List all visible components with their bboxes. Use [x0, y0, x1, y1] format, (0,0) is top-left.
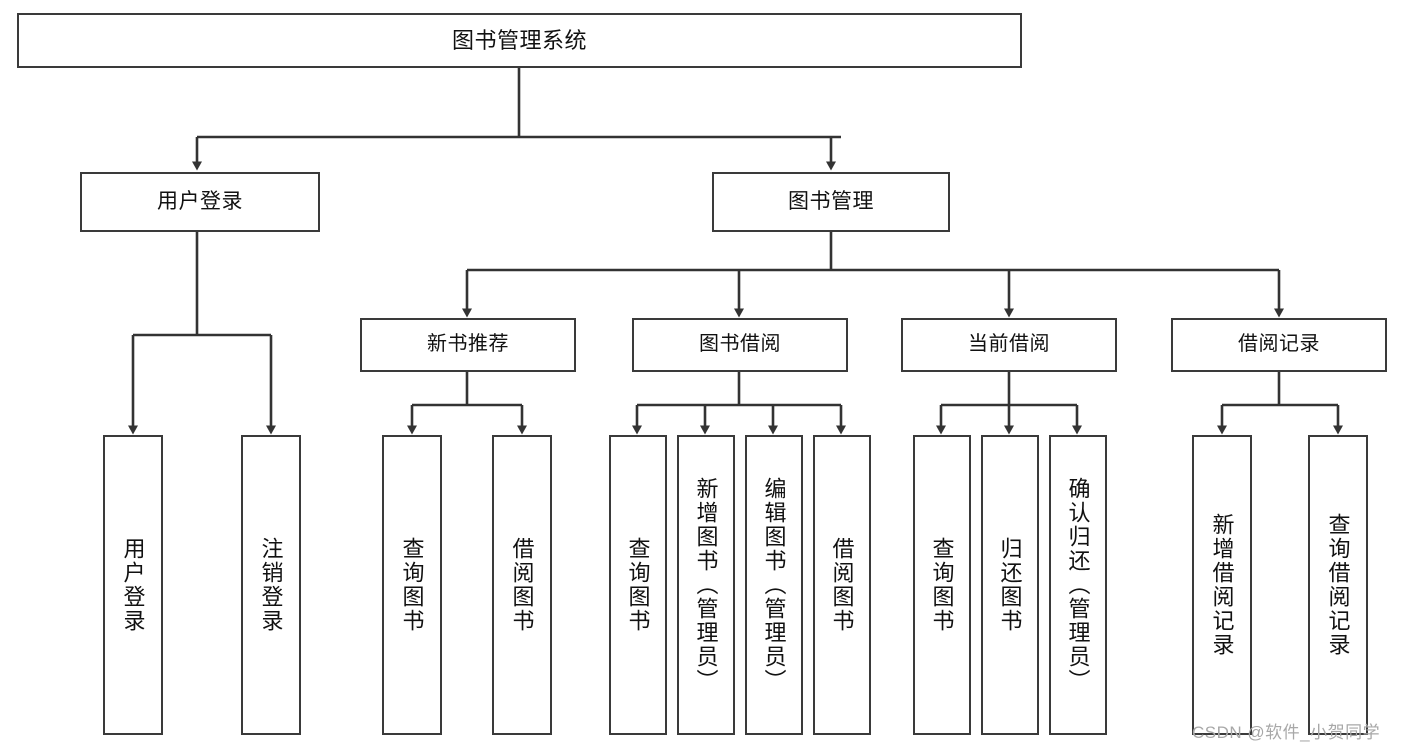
- node-leaf-add-book-label: 新增图书（管理员）: [693, 477, 719, 693]
- node-current-borrow-label: 当前借阅: [968, 333, 1050, 356]
- node-leaf-edit-book[interactable]: 编辑图书（管理员）: [745, 435, 803, 735]
- node-leaf-add-record-label: 新增借阅记录: [1209, 513, 1235, 657]
- node-leaf-confirm-return-label: 确认归还（管理员）: [1065, 477, 1091, 693]
- node-user-login-label: 用户登录: [157, 189, 243, 213]
- node-leaf-user-login[interactable]: 用户登录: [103, 435, 163, 735]
- node-leaf-borrow-book-1[interactable]: 借阅图书: [492, 435, 552, 735]
- node-leaf-user-login-label: 用户登录: [120, 537, 146, 633]
- node-book-management-label: 图书管理: [788, 189, 874, 213]
- node-leaf-query-book-1[interactable]: 查询图书: [382, 435, 442, 735]
- node-user-login[interactable]: 用户登录: [80, 172, 320, 232]
- node-leaf-edit-book-label: 编辑图书（管理员）: [761, 477, 787, 693]
- node-book-management[interactable]: 图书管理: [712, 172, 950, 232]
- node-leaf-return-book[interactable]: 归还图书: [981, 435, 1039, 735]
- node-leaf-query-book-3-label: 查询图书: [929, 537, 955, 633]
- node-leaf-query-book-3[interactable]: 查询图书: [913, 435, 971, 735]
- node-new-book-recommend-label: 新书推荐: [427, 333, 509, 356]
- node-leaf-query-record-label: 查询借阅记录: [1325, 513, 1351, 657]
- node-book-borrow-label: 图书借阅: [699, 333, 781, 356]
- node-book-borrow[interactable]: 图书借阅: [632, 318, 848, 372]
- node-borrow-record-label: 借阅记录: [1238, 333, 1320, 356]
- node-leaf-return-book-label: 归还图书: [997, 537, 1023, 633]
- node-leaf-borrow-book-2-label: 借阅图书: [829, 537, 855, 633]
- node-current-borrow[interactable]: 当前借阅: [901, 318, 1117, 372]
- node-leaf-user-logout-label: 注销登录: [258, 537, 284, 633]
- node-leaf-add-record[interactable]: 新增借阅记录: [1192, 435, 1252, 735]
- node-leaf-add-book[interactable]: 新增图书（管理员）: [677, 435, 735, 735]
- node-new-book-recommend[interactable]: 新书推荐: [360, 318, 576, 372]
- csdn-watermark: CSDN @软件_小贺同学: [1192, 723, 1381, 742]
- node-root[interactable]: 图书管理系统: [17, 13, 1022, 68]
- node-borrow-record[interactable]: 借阅记录: [1171, 318, 1387, 372]
- node-leaf-borrow-book-2[interactable]: 借阅图书: [813, 435, 871, 735]
- node-leaf-confirm-return[interactable]: 确认归还（管理员）: [1049, 435, 1107, 735]
- node-leaf-user-logout[interactable]: 注销登录: [241, 435, 301, 735]
- node-leaf-query-book-2-label: 查询图书: [625, 537, 651, 633]
- node-leaf-borrow-book-1-label: 借阅图书: [509, 537, 535, 633]
- node-root-label: 图书管理系统: [451, 27, 587, 53]
- node-leaf-query-book-1-label: 查询图书: [399, 537, 425, 633]
- node-leaf-query-book-2[interactable]: 查询图书: [609, 435, 667, 735]
- node-leaf-query-record[interactable]: 查询借阅记录: [1308, 435, 1368, 735]
